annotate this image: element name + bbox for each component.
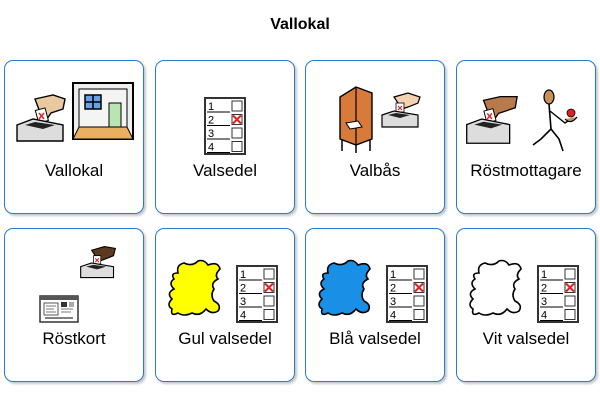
ballot-checkbox	[413, 295, 425, 307]
ballot-row-number: 1	[240, 269, 246, 281]
ballot-checkbox	[413, 309, 425, 320]
card-vallokal[interactable]: Vallokal	[4, 60, 144, 214]
card-rostmottagare[interactable]: Röstmottagare	[456, 60, 596, 214]
blob-shape	[469, 259, 522, 316]
card-rostkort[interactable]: Röstkort	[4, 228, 144, 382]
ballot-row-number: 2	[208, 115, 214, 127]
ballot-checkbox	[564, 295, 576, 307]
ballot-row-number: 2	[240, 283, 246, 295]
ballot-checkbox	[263, 309, 275, 320]
check-mark-icon	[414, 282, 424, 293]
ballot-row-number: 2	[541, 283, 547, 295]
card-label: Blå valsedel	[329, 329, 421, 348]
card-label: Vallokal	[44, 161, 104, 180]
card-label: Röstkort	[42, 329, 106, 348]
ballot-row-number: 4	[541, 310, 547, 322]
ballot-checkbox	[263, 295, 275, 307]
ballot-row-number: 3	[390, 296, 396, 308]
ballot-row-number: 3	[208, 128, 214, 140]
ballot-checkbox	[231, 141, 243, 152]
ballot-checkbox	[231, 100, 243, 112]
ballot-checkbox	[564, 268, 576, 280]
card-label: Vit valsedel	[482, 329, 570, 348]
check-mark-icon	[232, 114, 242, 125]
check-mark-icon	[565, 282, 575, 293]
ballot-paper-icon: 1 23 4	[386, 265, 428, 323]
ballot-box-icon	[80, 246, 117, 279]
election-official-icon	[532, 89, 578, 152]
ballot-row-number: 1	[390, 269, 396, 281]
ballot-row-number: 1	[208, 101, 214, 113]
blue-blob-icon	[318, 259, 371, 316]
blob-shape	[318, 259, 371, 316]
ballot-checkbox	[413, 268, 425, 280]
ballot-checkbox	[231, 127, 243, 139]
check-mark-icon	[264, 282, 274, 293]
ballot-row-number: 1	[541, 269, 547, 281]
ballot-row-number: 4	[240, 310, 246, 322]
ballot-row-number: 4	[390, 310, 396, 322]
ballot-box-icon	[381, 92, 421, 128]
ballot-row-number: 3	[240, 296, 246, 308]
card-label: Röstmottagare	[470, 161, 582, 180]
blob-shape	[168, 259, 221, 316]
white-blob-icon	[469, 259, 522, 316]
ballot-paper-icon: 1 23 4	[236, 265, 278, 323]
ballot-checkbox	[564, 309, 576, 320]
card-label: Valsedel	[193, 161, 257, 180]
ballot-paper-icon: 1 23 4	[204, 97, 246, 155]
card-label: Valbås	[349, 161, 401, 180]
card-label: Gul valsedel	[178, 329, 272, 348]
voting-card-icon	[39, 295, 79, 323]
ballot-row-number: 4	[208, 142, 214, 154]
yellow-blob-icon	[168, 259, 221, 316]
ballot-paper-icon: 1 23 4	[537, 265, 579, 323]
ballot-row-number: 2	[390, 283, 396, 295]
polling-station-icon	[72, 82, 134, 140]
ballot-checkbox	[263, 268, 275, 280]
card-valbas[interactable]: Valbås	[305, 60, 445, 214]
ballot-box-icon	[16, 94, 66, 142]
ballot-row-number: 3	[541, 296, 547, 308]
voting-booth-icon	[339, 86, 373, 153]
ballot-box-icon	[466, 95, 518, 144]
page-title: Vallokal	[270, 16, 330, 33]
